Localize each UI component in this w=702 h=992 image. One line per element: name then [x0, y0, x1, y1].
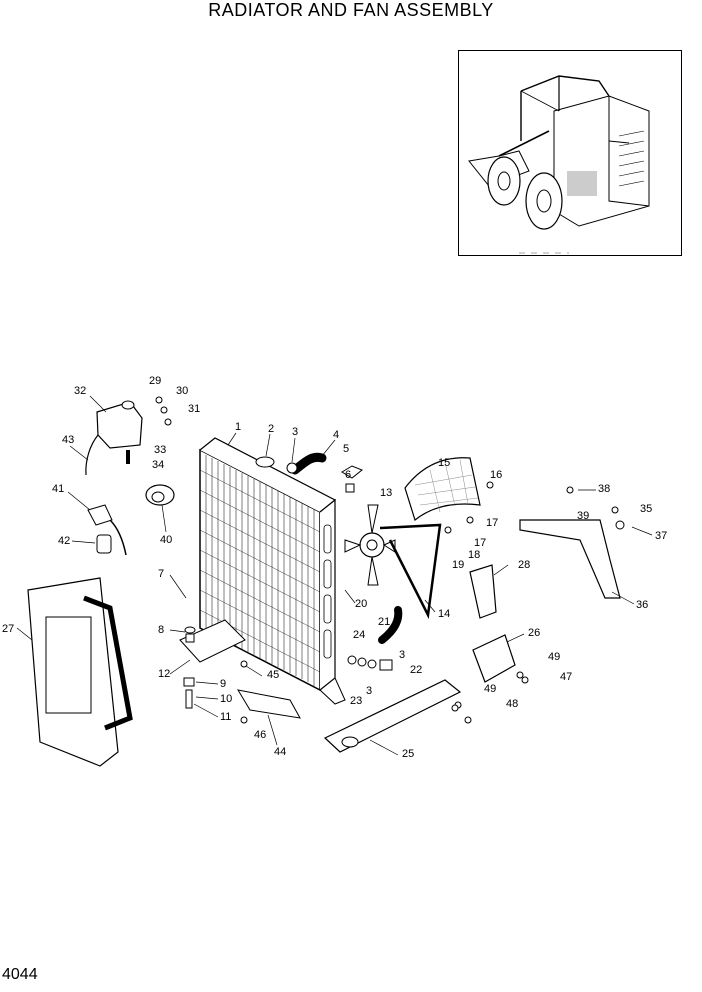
callout-3b: 3 [399, 649, 405, 661]
radiator-mount-bracket [179, 619, 246, 663]
bracket-26 [472, 634, 516, 683]
page-number: 4044 [2, 966, 38, 983]
callout-3a: 3 [292, 426, 298, 438]
thermostat-cover [341, 465, 363, 479]
hose-clamp-3 [286, 462, 298, 474]
upper-hose [290, 452, 327, 475]
callout-42: 42 [58, 535, 70, 547]
mount-strip-44 [236, 689, 301, 719]
callout-12: 12 [158, 668, 170, 680]
callout-46: 46 [254, 729, 266, 741]
small-fittings [155, 396, 625, 724]
overflow-bottle [96, 401, 143, 449]
callout-23: 23 [350, 695, 362, 707]
callout-20: 20 [355, 598, 367, 610]
callout-26: 26 [528, 627, 540, 639]
fan-belt [379, 523, 442, 620]
callout-48: 48 [506, 698, 518, 710]
coolant-filter-bore [151, 491, 165, 503]
callout-18: 18 [468, 549, 480, 561]
callout-17b: 17 [474, 537, 486, 549]
callout-1: 1 [235, 421, 241, 433]
callout-44: 44 [274, 746, 286, 758]
bottle-stud-33 [126, 450, 130, 464]
callout-39: 39 [577, 510, 589, 522]
callout-28: 28 [518, 559, 530, 571]
guard-28 [469, 564, 497, 619]
callout-15: 15 [438, 457, 450, 469]
callout-34: 34 [152, 459, 164, 471]
callout-6: 6 [345, 469, 351, 481]
callout-13: 13 [380, 487, 392, 499]
callout-11: 11 [220, 711, 231, 723]
callout-10: 10 [220, 693, 232, 705]
callout-24: 24 [353, 629, 365, 641]
callout-25: 25 [402, 748, 414, 760]
sensor-body-42 [96, 534, 112, 554]
callout-14: 14 [438, 608, 450, 620]
callout-5: 5 [343, 443, 349, 455]
radiator-core [199, 437, 346, 705]
thermostat [345, 483, 355, 493]
callout-31: 31 [188, 403, 200, 415]
callout-16: 16 [490, 469, 502, 481]
callout-4: 4 [333, 429, 339, 441]
callout-27: 27 [2, 623, 14, 635]
skid-steer-loader-illustration [468, 75, 650, 254]
callout-37: 37 [655, 530, 667, 542]
isolator-stack [183, 626, 248, 724]
fan-guard-bracket [519, 519, 621, 599]
cooling-fan [344, 504, 396, 586]
overflow-bottle-cap [121, 400, 135, 410]
callout-36: 36 [636, 599, 648, 611]
callout-35: 35 [640, 503, 652, 515]
callout-33: 33 [154, 444, 166, 456]
callout-49a: 49 [548, 651, 560, 663]
sensor-wire [109, 519, 127, 556]
callout-9: 9 [220, 678, 226, 690]
callout-30: 30 [176, 385, 188, 397]
callout-21: 21 [378, 616, 390, 628]
callout-43: 43 [62, 434, 74, 446]
callout-3c: 3 [366, 685, 372, 697]
callout-32: 32 [74, 385, 86, 397]
callout-38: 38 [598, 483, 610, 495]
callout-49b: 49 [484, 683, 496, 695]
mount-plate-hole [341, 736, 359, 748]
callout-22: 22 [410, 664, 422, 676]
callout-8: 8 [158, 624, 164, 636]
machine-overview-inset [458, 50, 682, 256]
callout-7: 7 [158, 568, 164, 580]
callout-29: 29 [149, 375, 161, 387]
radiator-frame-27 [27, 577, 133, 767]
callout-40: 40 [160, 534, 172, 546]
callout-45: 45 [267, 669, 279, 681]
callout-41: 41 [52, 483, 64, 495]
level-sensor [87, 504, 113, 526]
leader-lines [16, 395, 653, 756]
callout-19: 19 [452, 559, 464, 571]
callout-2: 2 [268, 423, 274, 435]
page-title: RADIATOR AND FAN ASSEMBLY [208, 0, 494, 20]
shroud-mesh [414, 459, 479, 513]
lower-hose [378, 606, 403, 644]
overflow-hose-43 [85, 434, 99, 476]
mount-plate-25 [323, 679, 462, 753]
callout-17a: 17 [486, 517, 498, 529]
callout-47: 47 [560, 671, 572, 683]
